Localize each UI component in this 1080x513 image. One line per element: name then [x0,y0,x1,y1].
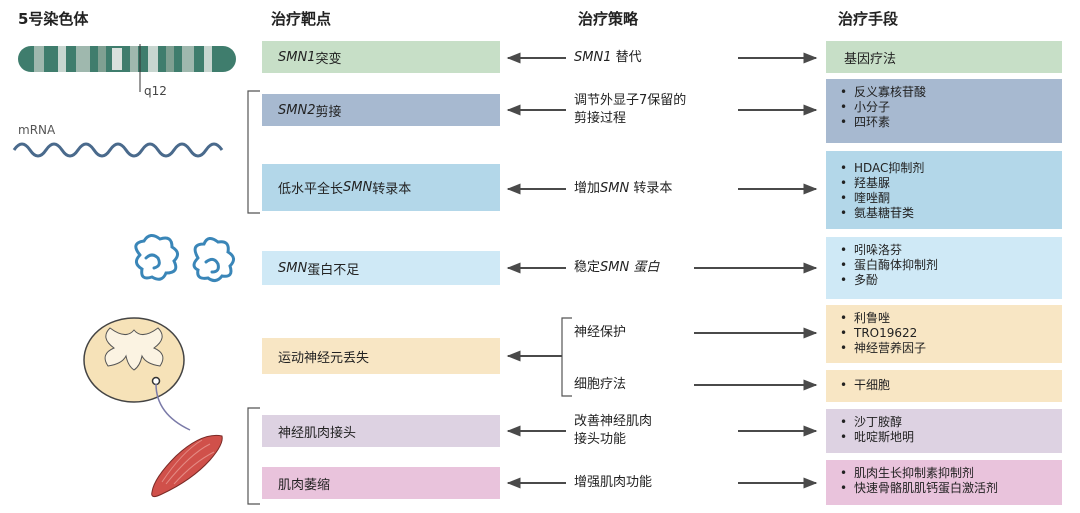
means-item: 蛋白酶体抑制剂 [840,258,1062,273]
target-label-suffix: 转录本 [372,182,412,197]
means-stem-cells: 干细胞 [826,370,1062,402]
strategy-prefix: 稳定 [574,260,601,275]
strategy-suffix: 替代 [611,50,642,65]
strategy-cell-therapy: 细胞疗法 [574,376,626,394]
strategy-prefix: 增加 [574,181,601,196]
chromosome-header: 5号染色体 [18,10,89,28]
target-label-suffix: 剪接 [315,104,342,120]
strategy-prefix: 神经保护 [574,325,627,340]
strategy-gene: SMN1 [574,50,612,65]
strategy-line1: 改善神经肌肉 [574,414,653,429]
strategy-smn1-replacement: SMN1 替代 [574,49,642,67]
means-item: 小分子 [840,100,1062,115]
target-label-gene: SMN [278,260,308,276]
target-label-prefix: 低水平全长 [278,182,344,197]
spinal-cord-icon [83,317,191,431]
q12-label: q12 [144,84,167,98]
strategy-exon7-splicing: 调节外显子7保留的 剪接过程 [574,92,686,128]
target-smn1-mutation: SMN1 突变 [262,41,500,73]
means-item: 吡啶斯地明 [840,430,1062,445]
chromosome-icon [18,44,236,92]
means-header: 治疗手段 [838,10,899,28]
means-protein-stabilizers: 吲哚洛芬 蛋白酶体抑制剂 多酚 [826,237,1062,299]
target-label-suffix: 蛋白不足 [307,262,360,278]
strategies-header: 治疗策略 [578,10,639,28]
target-motor-neuron-loss: 运动神经元丢失 [262,338,500,374]
strategy-gene: SMN 蛋白 [600,260,660,275]
strategy-improve-nmj: 改善神经肌肉 接头功能 [574,413,652,449]
means-item: 沙丁胺醇 [840,415,1062,430]
mrna-wave-icon [12,142,224,158]
target-bracket-1 [247,90,260,214]
targets-header: 治疗靶点 [271,10,332,28]
means-item: 羟基脲 [840,176,1062,191]
strategy-neuroprotection: 神经保护 [574,324,626,342]
target-muscle-atrophy: 肌肉萎缩 [262,467,500,499]
target-label-prefix: 肌肉萎缩 [278,477,331,493]
means-item: 喹唑酮 [840,191,1062,206]
means-item: TRO19622 [840,326,1062,341]
means-item: HDAC抑制剂 [840,161,1062,176]
strategy-prefix: 增强肌肉功能 [574,475,653,490]
target-label-gene: SMN1 [278,49,316,65]
means-neuroprotective-agents: 利鲁唑 TRO19622 神经营养因子 [826,305,1062,363]
means-item: 干细胞 [840,378,1062,393]
means-item: 利鲁唑 [840,311,1062,326]
strategy-bracket [561,317,572,397]
strategy-increase-smn-transcript: 增加SMN 转录本 [574,180,672,198]
means-item: 多酚 [840,273,1062,288]
target-neuromuscular-junction: 神经肌肉接头 [262,415,500,447]
strategy-enhance-muscle: 增强肌肉功能 [574,474,652,492]
means-item: 氨基糖苷类 [840,206,1062,221]
means-item: 反义寡核苷酸 [840,85,1062,100]
mrna-label: mRNA [18,123,56,137]
strategy-line2: 剪接过程 [574,111,627,126]
target-label-prefix: 运动神经元丢失 [278,350,370,366]
target-bracket-2 [247,407,260,505]
means-item: 快速骨骼肌肌钙蛋白激活剂 [840,481,1062,496]
target-label-gene: SMN [343,180,373,195]
target-smn-protein-deficiency: SMN 蛋白不足 [262,251,500,285]
strategy-prefix: 细胞疗法 [574,377,627,392]
strategy-suffix: 转录本 [629,181,673,196]
protein-icon [134,234,235,283]
means-muscle-drugs: 肌肉生长抑制素抑制剂 快速骨骼肌肌钙蛋白激活剂 [826,460,1062,505]
target-label-suffix: 突变 [315,51,342,67]
means-item: 四环素 [840,115,1062,130]
target-label-gene: SMN2 [278,102,316,118]
means-item: 神经营养因子 [840,341,1062,356]
muscle-icon [151,434,223,498]
target-label-prefix: 神经肌肉接头 [278,425,357,441]
means-gene-therapy: 基因疗法 [826,41,1062,73]
means-transcript-enhancers: HDAC抑制剂 羟基脲 喹唑酮 氨基糖苷类 [826,151,1062,229]
strategy-line2: 接头功能 [574,432,627,447]
means-splicing-modulators: 反义寡核苷酸 小分子 四环素 [826,79,1062,143]
means-item: 吲哚洛芬 [840,243,1062,258]
means-item: 基因疗法 [844,51,897,67]
strategy-line1: 调节外显子7保留的 [574,93,687,108]
means-item: 肌肉生长抑制素抑制剂 [840,466,1062,481]
strategy-gene: SMN [600,181,630,196]
strategy-stabilize-smn-protein: 稳定SMN 蛋白 [574,259,659,277]
target-smn2-splicing: SMN2 剪接 [262,94,500,126]
means-nmj-drugs: 沙丁胺醇 吡啶斯地明 [826,409,1062,453]
